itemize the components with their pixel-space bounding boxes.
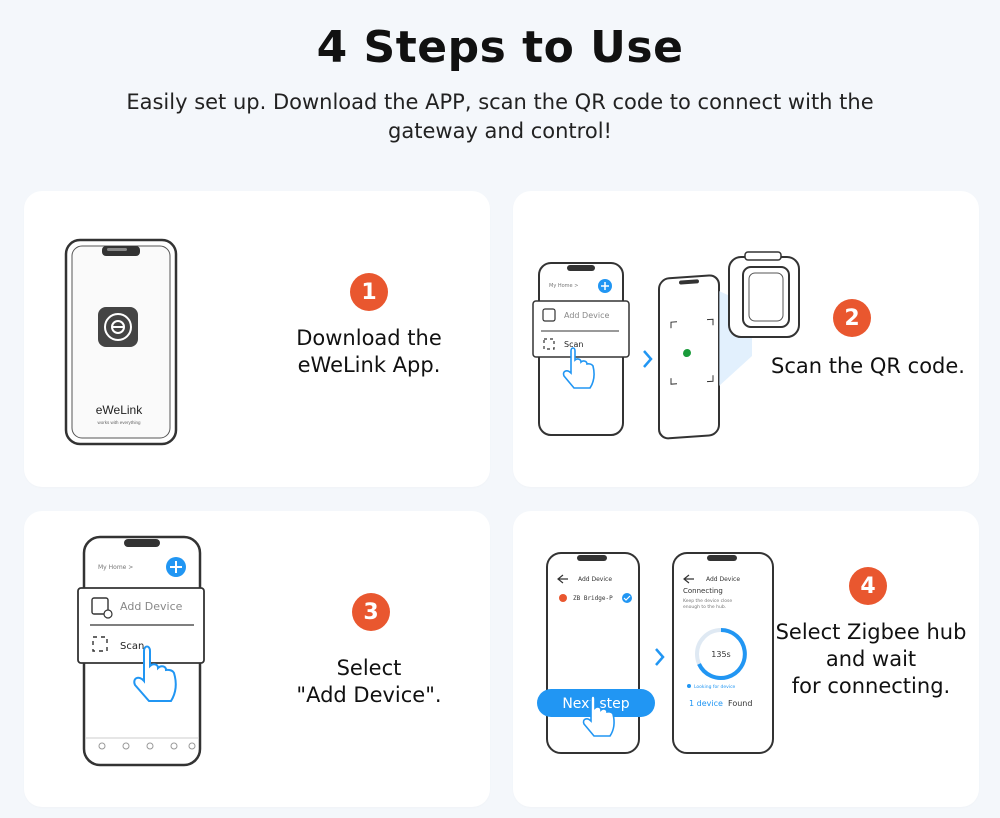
add-device-illustration: My Home > Add Device Scan <box>77 535 205 767</box>
scan-icon <box>92 636 108 652</box>
step-4-card: Add Device ZB Bridge-P Next step Add Dev… <box>513 511 979 807</box>
ewelink-phone-illustration: eWeLink works with everything <box>64 238 178 446</box>
step-4-description: Select Zigbee hub and wait for connectin… <box>771 619 971 700</box>
step-4-line1: Select Zigbee hub <box>775 620 967 644</box>
home-label: My Home > <box>98 564 133 571</box>
home-label: My Home > <box>549 283 578 289</box>
page-subtitle: Easily set up. Download the APP, scan th… <box>126 90 874 143</box>
step-1-line1: Download the <box>296 326 442 350</box>
back-arrow-icon-2 <box>683 574 694 584</box>
step-3-card: My Home > Add Device Scan 3 Select "Add … <box>24 511 490 807</box>
step-2-description: Scan the QR code. <box>768 353 968 380</box>
menu-add-device: Add Device <box>120 600 183 613</box>
hand-pointer-icon <box>582 695 615 737</box>
step-3-line2: "Add Device". <box>296 683 442 707</box>
add-device-icon <box>542 308 556 322</box>
connecting-hint-1: Keep the device close <box>683 598 732 604</box>
chevron-right-icon <box>643 350 653 368</box>
connecting-label: Connecting <box>683 587 723 595</box>
scan-illustration: My Home > Add Device Scan <box>532 251 800 440</box>
found-label: Found <box>728 699 752 708</box>
bottom-nav-icons <box>98 742 196 750</box>
found-count: 1 device <box>689 699 723 708</box>
step-3-line1: Select <box>336 656 402 680</box>
step-1-card: eWeLink works with everything 1 Download… <box>24 191 490 487</box>
add-device-icon <box>91 597 109 615</box>
timer-text: 135s <box>711 650 730 659</box>
step-badge-2: 2 <box>833 299 871 337</box>
menu-scan: Scan <box>564 340 583 349</box>
zigbee-hub-device <box>728 251 800 338</box>
step-4-line3: for connecting. <box>791 674 951 698</box>
app-tagline: works with everything <box>97 420 141 425</box>
menu-add-device: Add Device <box>564 311 609 320</box>
step-2-card: My Home > Add Device Scan 2 <box>513 191 979 487</box>
connecting-hint-2: enough to the hub. <box>683 604 726 610</box>
page-title: 4 Steps to Use <box>316 22 684 73</box>
back-arrow-icon <box>557 574 568 584</box>
connecting-illustration: Add Device ZB Bridge-P Next step Add Dev… <box>537 552 774 754</box>
hand-pointer-icon <box>562 347 595 389</box>
next-step-button[interactable]: Next step <box>537 689 655 717</box>
step-3-description: Select "Add Device". <box>274 655 464 709</box>
app-name-label: eWeLink <box>96 403 143 417</box>
qr-target-icon <box>683 349 691 358</box>
looking-text: Looking for device <box>694 684 736 690</box>
scan-icon <box>543 338 555 350</box>
step-badge-4: 4 <box>849 567 887 605</box>
menu-scan: Scan <box>120 641 144 652</box>
screen2-title: Add Device <box>706 576 740 583</box>
hand-pointer-icon <box>133 645 177 702</box>
screen1-title: Add Device <box>578 576 612 583</box>
step-1-description: Download the eWeLink App. <box>254 325 484 379</box>
step-badge-1: 1 <box>350 273 388 311</box>
device-name: ZB Bridge-P <box>573 595 613 602</box>
step-badge-3: 3 <box>352 593 390 631</box>
check-icon <box>622 593 632 603</box>
chevron-right-icon <box>655 648 665 666</box>
step-1-line2: eWeLink App. <box>297 353 441 377</box>
ewelink-logo-icon <box>98 307 138 347</box>
step-2-line1: Scan the QR code. <box>771 354 965 378</box>
next-step-label: Next step <box>562 696 629 712</box>
step-4-line2: and wait <box>825 647 917 671</box>
